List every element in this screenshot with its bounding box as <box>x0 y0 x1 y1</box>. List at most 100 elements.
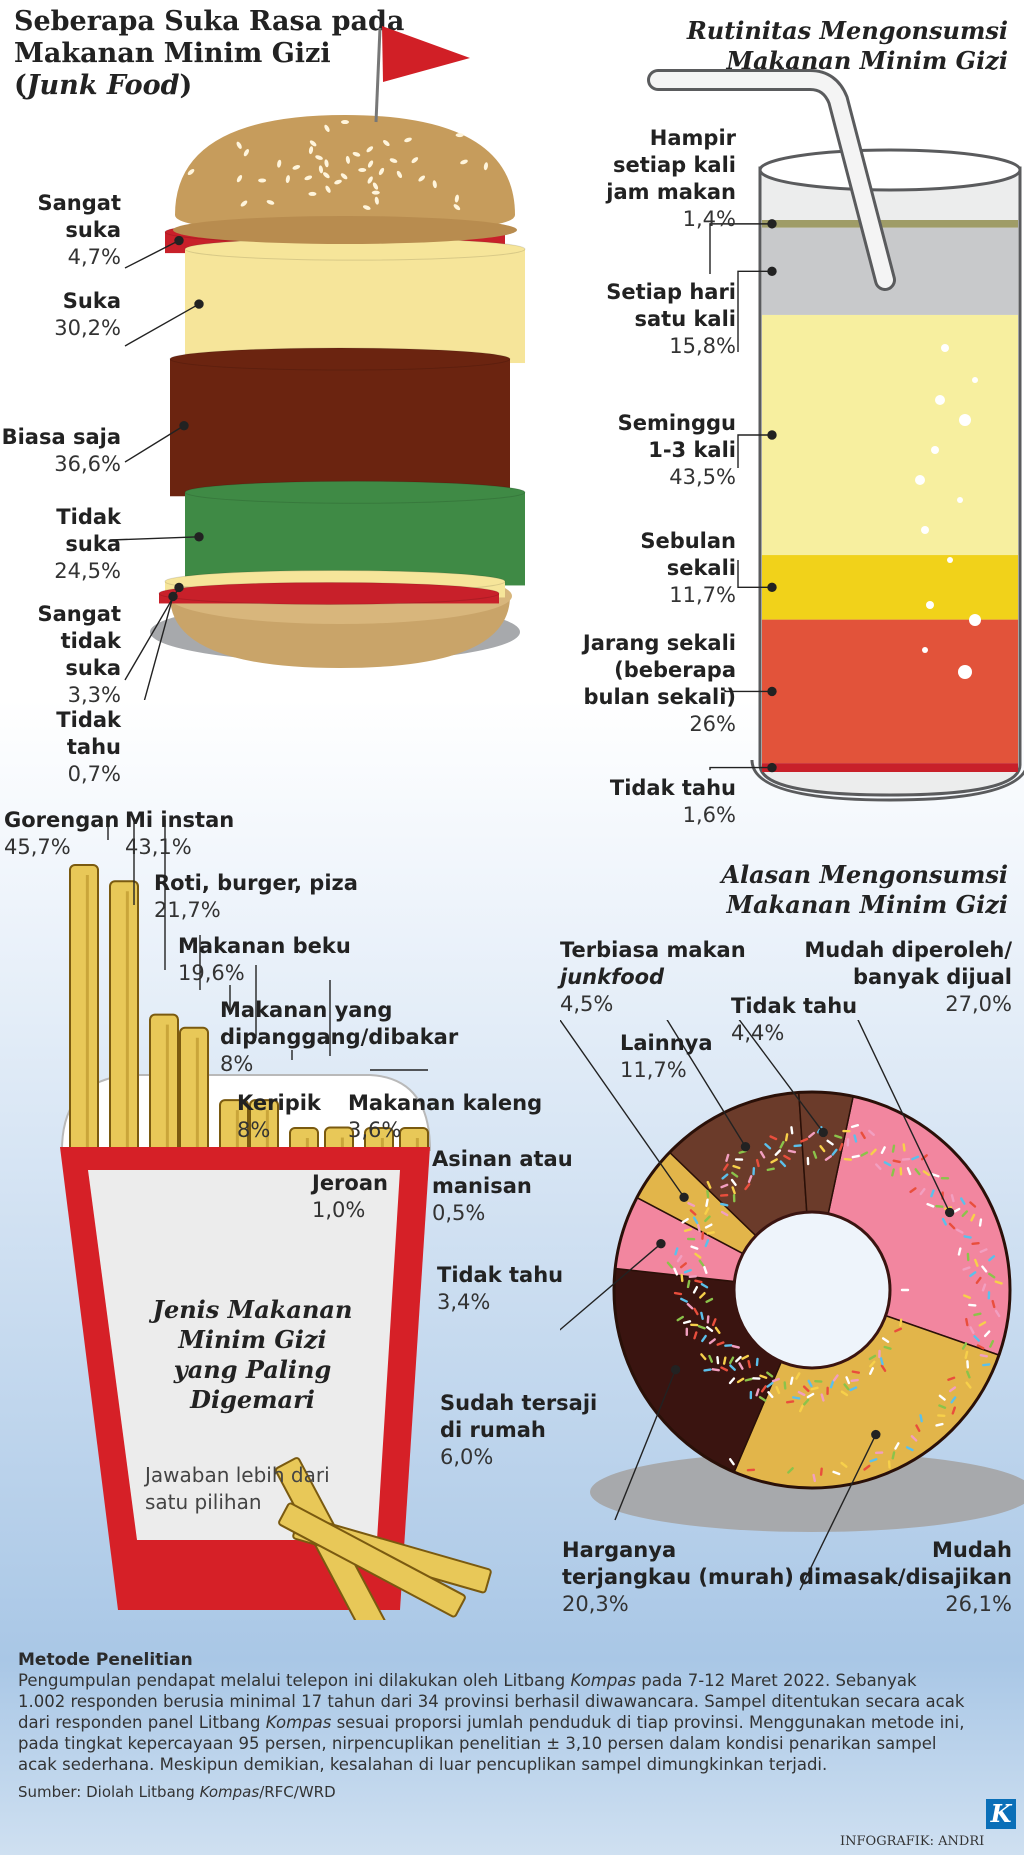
burger-layer-1 <box>185 249 525 364</box>
burger-leader-4 <box>124 587 180 681</box>
glass-leader-3 <box>737 560 772 589</box>
donut-leader-5 <box>666 1020 747 1148</box>
bubble-8 <box>947 557 953 563</box>
method-text: Pengumpulan pendapat melalui telepon ini… <box>18 1671 965 1774</box>
glass-dot-0 <box>767 219 777 229</box>
flag-icon <box>382 26 470 82</box>
burger-layer-top-5 <box>158 581 500 605</box>
main-title: Seberapa Suka Rasa pada Makanan Minim Gi… <box>14 6 404 102</box>
donut-shadow <box>590 1452 1024 1532</box>
burger-layers <box>158 220 526 605</box>
glass-layer-0 <box>762 220 1018 228</box>
loose-fries <box>274 1457 492 1620</box>
bubble-7 <box>921 526 929 534</box>
main-title-line1: Seberapa Suka Rasa pada <box>14 6 405 37</box>
donut-title: Alasan Mengonsumsi Makanan Minim Gizi <box>721 860 1008 919</box>
glass-layer-4 <box>762 619 1018 764</box>
kompas-logo-icon: K <box>986 1799 1016 1829</box>
credit: INFOGRAFIK: ANDRI <box>840 1834 985 1849</box>
main-title-line2: Makanan Minim Gizi <box>14 38 331 69</box>
burger-leader-3 <box>109 536 200 541</box>
method-section: Metode Penelitian Pengumpulan pendapat m… <box>18 1650 978 1801</box>
burger-layer-2 <box>170 359 510 497</box>
bubble-6 <box>957 497 963 503</box>
top-bun-rim <box>173 216 517 244</box>
fries-bar-2 <box>149 1013 179 1161</box>
bubble-11 <box>922 647 928 653</box>
donut-leader-0 <box>857 1020 951 1213</box>
glass-layer-5 <box>762 763 1018 772</box>
glass-layer-3 <box>762 555 1018 620</box>
fries-illustration <box>60 820 492 1620</box>
top-bun <box>175 115 515 232</box>
donut-hole <box>732 1210 892 1370</box>
donut-dot-5 <box>740 1141 751 1152</box>
burger-leader-5 <box>143 596 174 700</box>
glass-dot-5 <box>767 762 777 773</box>
donut-outline <box>612 1090 1012 1490</box>
fries-box-title: Jenis Makanan Minim Gizi yang Paling Dig… <box>152 1295 353 1414</box>
donut-leader-6 <box>738 1020 824 1133</box>
glass-dot-1 <box>767 266 777 277</box>
fries-bar-3 <box>179 1026 209 1161</box>
burger-leader-1 <box>124 303 200 347</box>
burger-dot-2 <box>179 420 189 431</box>
straw-icon <box>650 72 893 288</box>
glass-dot-4 <box>767 686 777 697</box>
method-title: Metode Penelitian <box>18 1650 193 1670</box>
bubble-3 <box>959 414 971 426</box>
glass-layer-2 <box>762 314 1018 556</box>
glass-rim <box>758 148 1022 192</box>
donut-leader-1 <box>799 1434 877 1591</box>
burger-layer-top-2 <box>169 347 511 371</box>
burger-dot-3 <box>194 532 204 542</box>
donut-dot-6 <box>818 1127 828 1138</box>
burger-dot-0 <box>174 235 184 246</box>
fries-bar-0 <box>69 864 99 1161</box>
donut-illustration <box>560 1020 1024 1591</box>
glass-layers <box>762 220 1018 772</box>
glass-leader-2 <box>737 434 772 468</box>
bubble-1 <box>972 377 978 383</box>
glass-leader-5 <box>709 766 772 770</box>
burger-leader-2 <box>124 425 185 463</box>
glass-leader-4 <box>724 690 772 693</box>
bubbles <box>915 344 981 679</box>
glass-dot-2 <box>767 430 777 440</box>
glass-base <box>750 759 1024 802</box>
bubble-4 <box>931 446 939 454</box>
burger-leader-0 <box>124 239 180 269</box>
bubble-10 <box>969 614 981 626</box>
glass-dot-3 <box>767 582 777 593</box>
glass-leader-1 <box>737 270 772 352</box>
donut-dot-2 <box>670 1365 681 1375</box>
burger-layer-3 <box>185 492 525 586</box>
burger-dot-4 <box>174 582 184 593</box>
bubble-9 <box>926 601 934 609</box>
sprinkles <box>666 1123 1003 1483</box>
flag-pole <box>374 27 382 123</box>
fries-bar-1 <box>109 880 139 1161</box>
